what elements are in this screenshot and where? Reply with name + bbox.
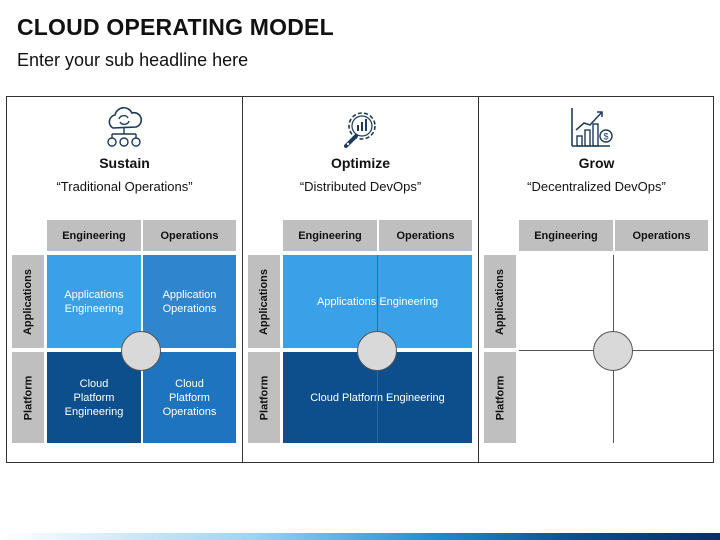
panel-title: Grow	[578, 155, 615, 171]
panel-grow: $ Grow “Decentralized DevOps” Engineerin…	[479, 96, 714, 463]
panel-quote: “Traditional Operations”	[56, 179, 193, 194]
center-circle	[357, 331, 397, 371]
svg-text:$: $	[603, 132, 608, 142]
cloud-code-network-icon	[107, 107, 143, 147]
panel-sustain: Sustain “Traditional Operations” Enginee…	[7, 96, 242, 463]
growth-chart-money-icon: $	[571, 108, 613, 147]
panel-divider	[242, 96, 243, 463]
panel-quote: “Decentralized DevOps”	[527, 179, 666, 194]
center-circle	[121, 331, 161, 371]
footer-gradient-bar	[0, 533, 720, 540]
panel-title: Optimize	[330, 155, 391, 171]
row-header-applications: Applications	[12, 255, 44, 348]
col-header-engineering: Engineering	[519, 220, 613, 251]
col-header-operations: Operations	[615, 220, 708, 251]
cell-cloud-platform-engineering: Cloud Platform Engineering	[47, 352, 141, 443]
row-header-applications: Applications	[248, 255, 280, 348]
panel-optimize: Optimize “Distributed DevOps” Engineerin…	[243, 96, 478, 463]
model-frame	[6, 96, 714, 463]
page-title: CLOUD OPERATING MODEL	[17, 14, 334, 40]
center-circle	[593, 331, 633, 371]
panel-divider	[478, 96, 479, 463]
row-header-platform: Platform	[12, 352, 44, 443]
cell-applications-engineering: Applications Engineering	[47, 255, 141, 348]
row-header-platform: Platform	[248, 352, 280, 443]
col-header-engineering: Engineering	[47, 220, 141, 251]
cell-application-operations: Application Operations	[143, 255, 236, 348]
gear-wrench-chart-icon	[344, 112, 376, 148]
col-header-operations: Operations	[143, 220, 236, 251]
cell-cloud-platform-operations: Cloud Platform Operations	[143, 352, 236, 443]
panel-title: Sustain	[99, 155, 150, 171]
col-header-operations: Operations	[379, 220, 472, 251]
col-header-engineering: Engineering	[283, 220, 377, 251]
panel-quote: “Distributed DevOps”	[299, 179, 422, 194]
row-header-platform: Platform	[484, 352, 516, 443]
row-header-applications: Applications	[484, 255, 516, 348]
page-subtitle: Enter your sub headline here	[17, 50, 249, 70]
